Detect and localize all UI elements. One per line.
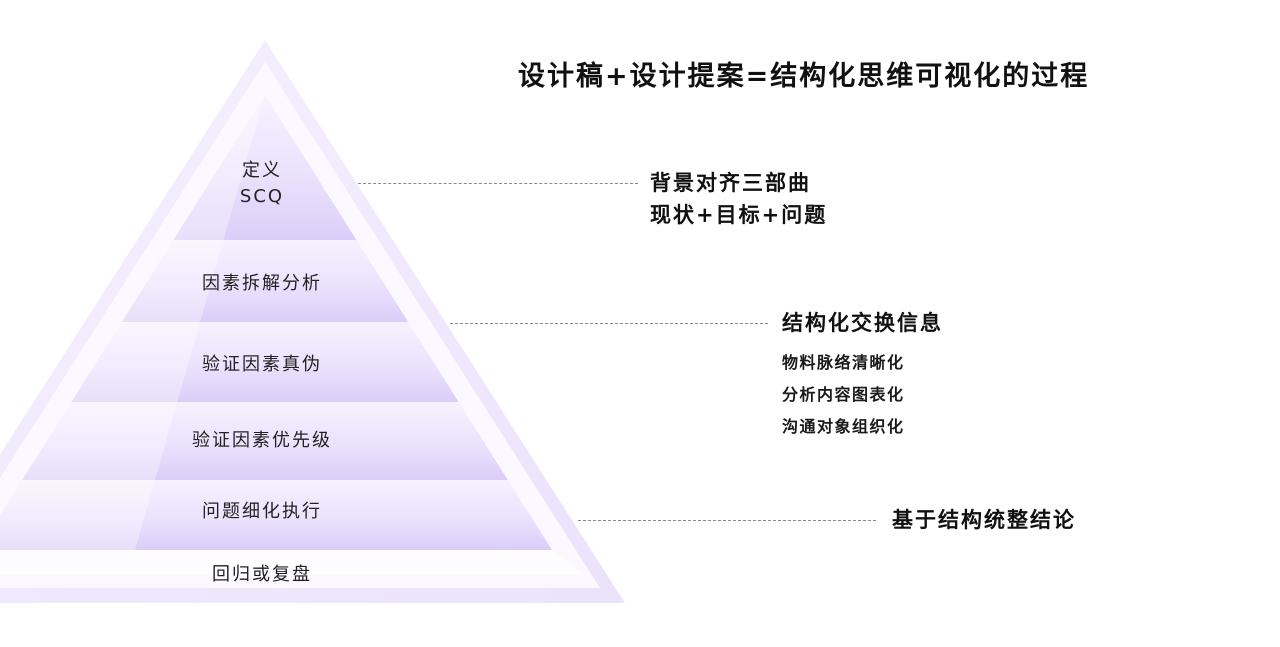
connector-line-2 — [450, 323, 768, 324]
page-title: 设计稿+设计提案=结构化思维可视化的过程 — [518, 61, 1090, 92]
pyramid-band-5 — [0, 480, 552, 550]
annotation-item-material: 物料脉络清晰化 — [782, 353, 905, 372]
connector-line-1 — [358, 183, 638, 184]
annotation-background-subtitle: 现状+目标+问题 — [650, 203, 828, 227]
pyramid-base-band — [0, 550, 585, 575]
annotation-conclusion-title: 基于结构统整结论 — [892, 508, 1076, 532]
pyramid-band-4 — [0, 402, 552, 480]
annotation-background-title: 背景对齐三部曲 — [650, 171, 811, 195]
layer-label-define-line1: 定义 — [242, 160, 282, 181]
annotation-item-organize: 沟通对象组织化 — [782, 417, 905, 436]
annotation-structured-exchange-title: 结构化交换信息 — [782, 311, 943, 335]
layer-label-factor-breakdown: 因素拆解分析 — [202, 273, 322, 294]
layer-label-refine-execute: 问题细化执行 — [202, 501, 322, 522]
annotation-item-chart: 分析内容图表化 — [782, 385, 905, 404]
layer-label-define-line2: SCQ — [239, 186, 285, 207]
connector-line-3 — [578, 520, 876, 521]
layer-label-verify-truth: 验证因素真伪 — [202, 354, 322, 375]
layer-label-define: 定义 SCQ — [132, 158, 392, 210]
pyramid-left-facet — [0, 95, 265, 550]
layer-label-review: 回归或复盘 — [212, 564, 312, 585]
layer-label-verify-priority: 验证因素优先级 — [192, 430, 332, 451]
pyramid-diagram — [0, 40, 625, 603]
